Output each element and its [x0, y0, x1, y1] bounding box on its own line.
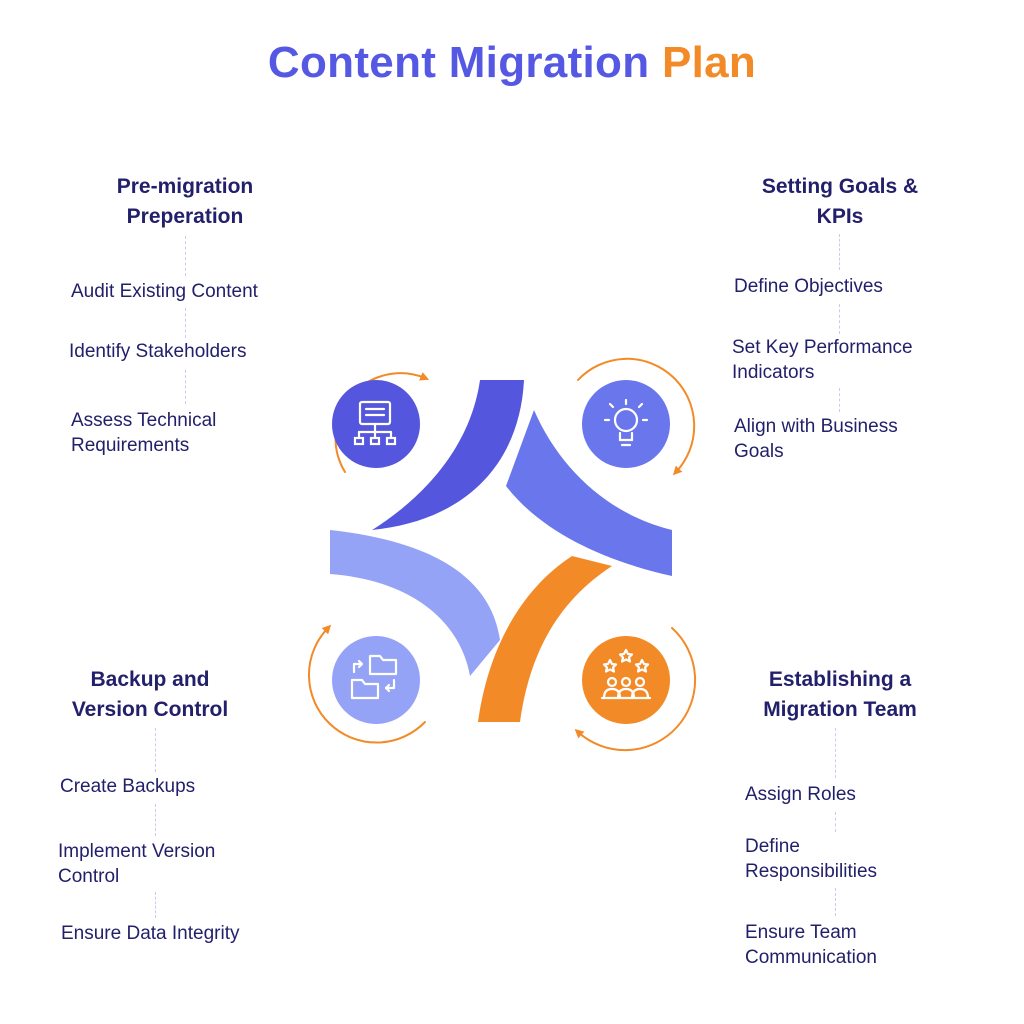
item-set-key-performance: Set Key Performance: [732, 337, 913, 358]
item-goals: Goals: [734, 441, 784, 462]
icon-circle-backup: [332, 636, 420, 724]
heading-backup-line1: Backup and: [90, 668, 210, 691]
title-accent: Plan: [661, 38, 757, 87]
connector-line: [155, 728, 156, 772]
connector-line: [839, 234, 840, 270]
heading-pre-migration-line1: Pre-migration: [116, 175, 254, 198]
heading-setting-goals: Setting Goals & KPIs: [700, 172, 980, 232]
connector-line: [835, 812, 836, 832]
cycle-arrow-bottom-left: [308, 624, 426, 744]
icon-circle-goals: [582, 380, 670, 468]
lightbulb-icon: [603, 398, 649, 447]
title-main: Content Migration: [267, 38, 650, 87]
item-create-backups: Create Backups: [60, 776, 196, 797]
connector-line: [155, 804, 156, 836]
item-ensure-team: Ensure Team: [745, 922, 857, 943]
icon-circle-team: [582, 636, 670, 724]
network-hierarchy-icon: [353, 400, 397, 446]
item-align-with-business: Align with Business: [734, 416, 898, 437]
petal-bottom-right: [478, 556, 612, 722]
petal-bottom-left: [330, 530, 500, 676]
item-implement-version: Implement Version: [58, 841, 216, 862]
item-control: Control: [58, 866, 120, 887]
heading-migration-team: Establishing a Migration Team: [700, 665, 980, 725]
heading-backup: Backup and Version Control: [10, 665, 290, 725]
team-stars-icon: [600, 648, 652, 700]
folder-sync-icon: [350, 654, 398, 700]
connector-line: [185, 308, 186, 338]
heading-backup-line2: Version Control: [71, 698, 229, 721]
connector-line: [185, 370, 186, 404]
heading-migration-team-line1: Establishing a: [768, 668, 912, 691]
item-audit-existing-content: Audit Existing Content: [71, 281, 258, 302]
connector-line: [839, 304, 840, 334]
cycle-arrow-bottom-right: [574, 627, 697, 752]
petal-top-right: [506, 410, 672, 576]
connector-line: [185, 236, 186, 276]
heading-pre-migration-line2: Preperation: [126, 205, 244, 228]
item-ensure-data-integrity: Ensure Data Integrity: [61, 923, 240, 944]
item-assess-technical: Assess Technical: [71, 410, 217, 431]
item-identify-stakeholders: Identify Stakeholders: [69, 341, 247, 362]
heading-setting-goals-line2: KPIs: [816, 205, 864, 228]
page-title: Content Migration Plan: [0, 38, 1024, 88]
heading-migration-team-line2: Migration Team: [763, 698, 917, 721]
item-requirements: Requirements: [71, 435, 190, 456]
item-indicators: Indicators: [732, 362, 815, 383]
item-communication: Communication: [745, 947, 877, 968]
cycle-arrow-top-right: [577, 357, 696, 476]
heading-setting-goals-line1: Setting Goals &: [761, 175, 919, 198]
heading-pre-migration: Pre-migration Preperation: [40, 172, 330, 232]
item-define: Define: [745, 836, 800, 857]
connector-line: [839, 388, 840, 412]
item-define-objectives: Define Objectives: [734, 276, 883, 297]
item-responsibilities: Responsibilities: [745, 861, 878, 882]
connector-line: [155, 892, 156, 918]
connector-line: [835, 728, 836, 778]
connector-line: [835, 888, 836, 916]
petal-top-left: [372, 380, 524, 530]
item-assign-roles: Assign Roles: [745, 784, 856, 805]
